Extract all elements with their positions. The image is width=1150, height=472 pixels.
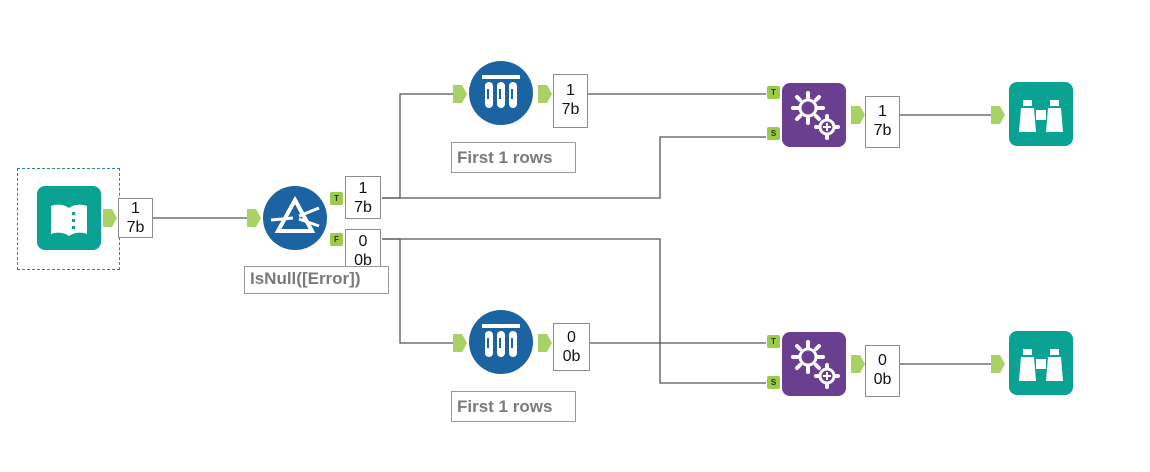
- sample-annotation: First 1 rows: [451, 142, 576, 173]
- record-size: 7b: [354, 199, 372, 216]
- source-anchor[interactable]: S: [767, 376, 780, 389]
- wire-filter-true-append-source: [382, 136, 766, 199]
- filter-triangle-icon: [270, 195, 320, 233]
- test-tubes-icon: [482, 75, 520, 108]
- false-count-box: 0 0b: [345, 229, 381, 272]
- record-size: 7b: [561, 101, 580, 118]
- filter-tool[interactable]: [263, 186, 327, 250]
- output-anchor[interactable]: [103, 209, 117, 227]
- wire-filter-false-sample: [382, 238, 454, 344]
- false-anchor[interactable]: F: [330, 233, 343, 246]
- input-anchor[interactable]: [991, 106, 1005, 124]
- input-anchor[interactable]: [453, 85, 467, 103]
- binoculars-icon: [1019, 100, 1063, 132]
- book-folder-icon: [47, 204, 91, 240]
- record-size: 7b: [873, 122, 892, 139]
- filter-annotation: IsNull([Error]): [244, 266, 389, 294]
- gears-plus-icon: [791, 340, 840, 389]
- sample-tool-bottom[interactable]: [469, 310, 533, 374]
- record-count-box: 1 7b: [865, 96, 900, 148]
- record-size: 0b: [562, 348, 581, 365]
- wire-filter-true-sample: [382, 93, 454, 199]
- browse-tool-bottom[interactable]: [1009, 331, 1073, 395]
- wire-filter-false-append-source: [382, 238, 766, 384]
- input-data-tool[interactable]: [37, 186, 101, 250]
- record-count: 1: [131, 200, 140, 217]
- output-anchor[interactable]: [851, 106, 865, 124]
- sample-tool-top[interactable]: [469, 61, 533, 125]
- record-count-box: 0 0b: [553, 323, 590, 371]
- browse-tool-top[interactable]: [1009, 82, 1073, 146]
- test-tubes-icon: [482, 324, 520, 357]
- gears-plus-icon: [791, 91, 840, 140]
- record-size: 0b: [873, 371, 892, 388]
- output-anchor[interactable]: [538, 334, 552, 352]
- record-count: 0: [878, 352, 887, 369]
- record-count: 0: [567, 329, 576, 346]
- record-count: 0: [358, 233, 368, 250]
- binoculars-icon: [1019, 349, 1063, 381]
- record-count-box: 1 7b: [118, 198, 153, 238]
- source-anchor[interactable]: S: [767, 127, 780, 140]
- record-count-box: 0 0b: [865, 345, 900, 397]
- true-count-box: 1 7b: [345, 176, 381, 219]
- record-size: 0b: [354, 252, 372, 269]
- record-size: 7b: [126, 219, 145, 236]
- record-count-box: 1 7b: [553, 74, 588, 128]
- record-count: 1: [878, 103, 887, 120]
- input-anchor[interactable]: [453, 334, 467, 352]
- target-anchor[interactable]: T: [767, 86, 780, 99]
- append-fields-tool-top[interactable]: [782, 83, 846, 147]
- target-anchor[interactable]: T: [767, 335, 780, 348]
- output-anchor[interactable]: [538, 85, 552, 103]
- sample-annotation: First 1 rows: [451, 391, 576, 422]
- append-fields-tool-bottom[interactable]: [782, 332, 846, 396]
- output-anchor[interactable]: [851, 355, 865, 373]
- input-anchor[interactable]: [991, 355, 1005, 373]
- true-anchor[interactable]: T: [330, 192, 343, 205]
- record-count: 1: [566, 82, 575, 99]
- record-count: 1: [358, 180, 368, 197]
- input-anchor[interactable]: [247, 209, 261, 227]
